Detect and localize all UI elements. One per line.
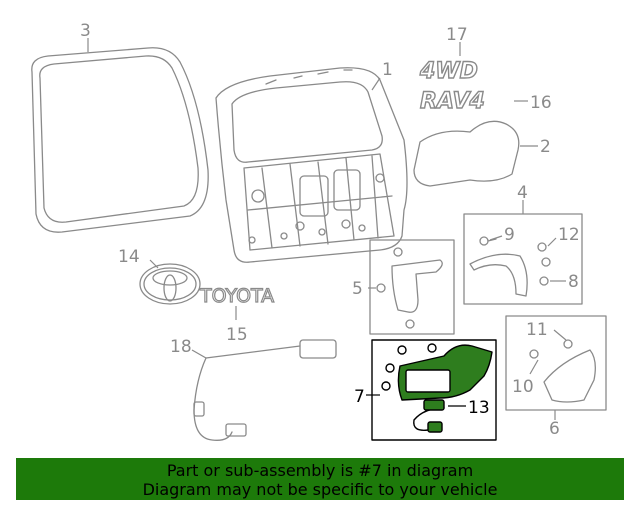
- banner-line-1: Part or sub-assembly is #7 in diagram: [166, 461, 474, 480]
- protector-part-6[interactable]: [505, 315, 607, 411]
- garnish-assembly-part-7[interactable]: [371, 339, 497, 441]
- callout-7: 7: [354, 387, 365, 407]
- leader-14: [149, 259, 159, 269]
- emblem-rav4-part-16[interactable]: RAV4: [419, 88, 485, 114]
- parts-diagram: 3 1 4WD 17 RAV4 16 2: [31, 21, 607, 441]
- bracket-part-5[interactable]: [369, 239, 455, 335]
- callout-5: 5: [352, 279, 363, 299]
- leader-1: [371, 77, 381, 91]
- callout-16: 16: [530, 93, 552, 113]
- callout-1: 1: [382, 60, 393, 80]
- leader-12: [547, 237, 557, 247]
- callout-3: 3: [80, 21, 91, 41]
- callout-15: 15: [226, 325, 248, 345]
- callout-18: 18: [170, 337, 192, 357]
- cable-part-18[interactable]: [193, 339, 337, 441]
- leader-10: [529, 359, 539, 375]
- callout-6: 6: [549, 419, 560, 439]
- info-banner: Part or sub-assembly is #7 in diagram Di…: [16, 458, 624, 500]
- callout-13: 13: [468, 398, 490, 418]
- callout-4: 4: [517, 183, 528, 203]
- emblem-4wd-part-17[interactable]: 4WD: [418, 58, 478, 84]
- banner-line-2: Diagram may not be specific to your vehi…: [142, 480, 498, 499]
- callout-12: 12: [558, 225, 580, 245]
- leader-9: [489, 235, 503, 241]
- callout-10: 10: [512, 377, 534, 397]
- callout-2: 2: [540, 137, 551, 157]
- toyota-nameplate-part-15[interactable]: TOYOTA: [198, 284, 274, 307]
- callout-9: 9: [504, 225, 515, 245]
- callout-8: 8: [568, 272, 579, 292]
- callout-17: 17: [446, 25, 468, 45]
- leader-18: [191, 349, 207, 359]
- toyota-logo-emblem-part-14[interactable]: [139, 263, 201, 305]
- weatherstrip-part-3[interactable]: [31, 47, 209, 233]
- callout-14: 14: [118, 247, 140, 267]
- cover-part-2[interactable]: [413, 120, 520, 187]
- back-door-panel-part-1[interactable]: [215, 67, 408, 263]
- callout-11: 11: [526, 320, 548, 340]
- leader-11: [553, 329, 567, 341]
